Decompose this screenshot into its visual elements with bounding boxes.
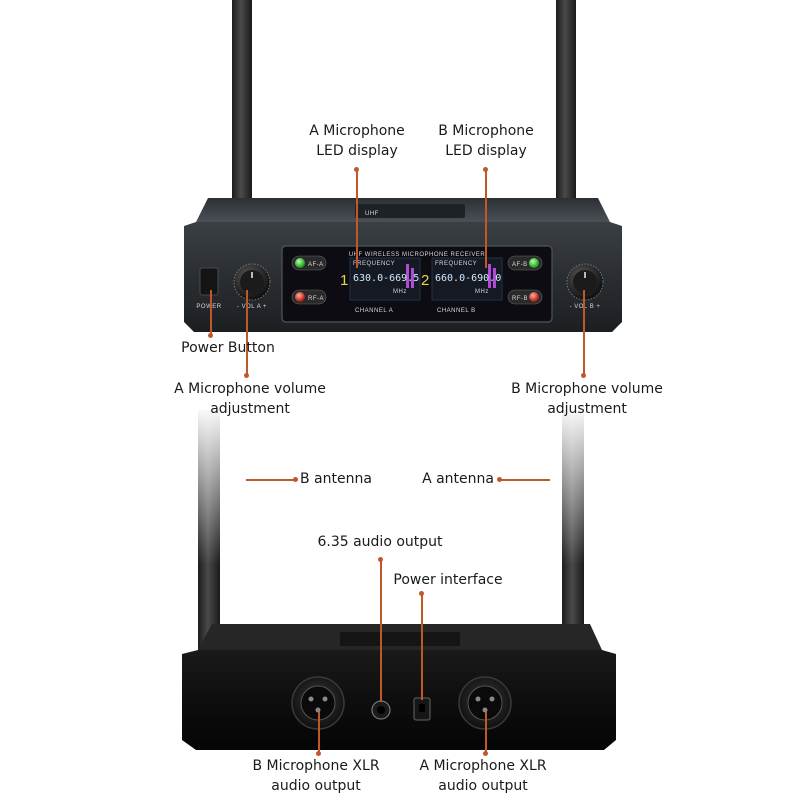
xlr-a-connector[interactable] [458,676,512,730]
unit-b: MHz [475,289,489,295]
level-meter-a [406,264,414,288]
level-meter-b [488,264,496,288]
channel-b-label: CHANNEL B [437,308,476,314]
panel-title: UHF WIRELESS MICROPHONE RECEIVER [349,252,486,258]
top-logo-plate [355,204,465,218]
lead-a-volume [246,290,248,376]
label-a-antenna: A antenna [422,471,494,487]
lead-power-interface [421,594,423,700]
dot-635 [378,557,383,562]
freq-b: 660.0-690.0 [435,273,501,284]
back-logo-plate [340,632,460,646]
top-logo: UHF [365,211,379,217]
label-b-volume-line1: B Microphone volume [511,381,663,397]
lead-b-antenna [246,479,296,481]
vol-b-label: - VOL B + [570,304,601,310]
volume-b-knob[interactable] [566,263,604,301]
dot-power-button [208,333,213,338]
power-interface-connector[interactable] [413,697,431,721]
channel-b-number: 2 [421,272,429,289]
back-body [182,650,616,750]
lead-635 [380,560,382,702]
label-b-led-line1: B Microphone [438,123,534,139]
channel-a-label: CHANNEL A [355,308,393,314]
af-b-label: AF-B [512,262,528,268]
label-a-led-line1: A Microphone [309,123,405,139]
af-a-indicator [291,255,327,271]
dot-a-led [354,167,359,172]
rf-b-indicator [507,289,543,305]
dot-power-interface [419,591,424,596]
af-b-indicator [507,255,543,271]
power-label: POWER [196,304,221,310]
label-b-xlr-line1: B Microphone XLR [252,758,380,774]
power-button[interactable] [199,267,219,296]
lead-b-led [485,170,487,268]
dot-b-antenna [293,477,298,482]
label-a-xlr: A Microphone XLR audio output [403,756,563,796]
lead-a-antenna [500,479,550,481]
dot-b-xlr [316,751,321,756]
af-a-label: AF-A [308,262,324,268]
dot-a-antenna [497,477,502,482]
xlr-b-connector[interactable] [291,676,345,730]
label-b-xlr-line2: audio output [271,778,361,794]
lead-b-xlr [318,712,320,754]
label-b-volume: B Microphone volume adjustment [497,379,677,419]
dot-b-volume [581,373,586,378]
label-a-led-line2: LED display [316,143,398,159]
freq-label-b: FREQUENCY [435,261,477,267]
lead-power-button [210,290,212,336]
vol-a-label: - VOL A + [237,304,267,310]
label-b-volume-line2: adjustment [547,401,627,417]
dot-a-xlr [483,751,488,756]
label-635: 6.35 audio output [317,534,443,550]
volume-a-knob[interactable] [233,263,271,301]
jack-635-connector[interactable] [371,700,391,720]
unit-a: MHz [393,289,407,295]
front-antenna-left [232,0,252,210]
lead-a-xlr [485,712,487,754]
label-a-xlr-line2: audio output [438,778,528,794]
dot-a-volume [244,373,249,378]
lead-a-led [356,170,358,268]
label-power-interface: Power interface [393,572,503,588]
label-a-volume: A Microphone volume adjustment [160,379,340,419]
freq-label-a: FREQUENCY [353,261,395,267]
lead-b-volume [583,290,585,376]
label-a-xlr-line1: A Microphone XLR [419,758,547,774]
rf-a-indicator [291,289,327,305]
front-antenna-right [556,0,576,210]
freq-a: 630.0-669.5 [353,273,419,284]
label-b-led: B Microphone LED display [426,121,546,161]
label-a-volume-line1: A Microphone volume [174,381,326,397]
rf-a-label: RF-A [308,296,324,302]
label-b-led-line2: LED display [445,143,527,159]
label-b-antenna: B antenna [300,471,372,487]
label-a-led: A Microphone LED display [297,121,417,161]
label-a-volume-line2: adjustment [210,401,290,417]
label-b-xlr: B Microphone XLR audio output [236,756,396,796]
antenna-fade [190,405,590,565]
rf-b-label: RF-B [512,296,528,302]
channel-a-number: 1 [340,272,348,289]
dot-b-led [483,167,488,172]
label-power-button: Power Button [181,340,275,356]
